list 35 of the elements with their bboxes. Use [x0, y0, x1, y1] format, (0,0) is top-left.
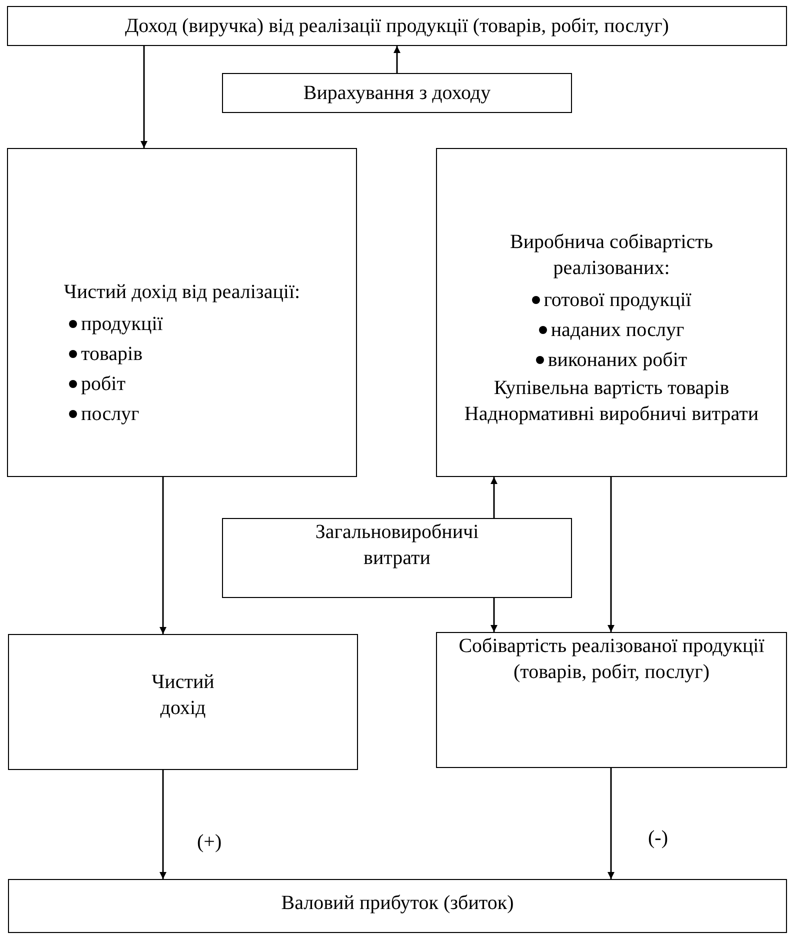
process-box [436, 148, 787, 477]
edge-label: (+) [197, 830, 222, 854]
process-box [7, 148, 357, 477]
bullet-item: продукції [69, 308, 163, 338]
box-text: Загальновиробничі витрати [314, 520, 480, 571]
box-text: Купівельна вартість товарів [494, 376, 730, 400]
box-text: Чистий дохід від реалізації: [64, 280, 300, 304]
process-box [8, 634, 358, 770]
arrow [608, 477, 614, 632]
box-text: Собівартість реалізованої продукції (товарів, робіт, послуг) [458, 634, 766, 685]
arrow [490, 477, 498, 518]
process-box [7, 6, 787, 46]
bullet-item: виконаних робіт [536, 344, 688, 374]
box-text: Доход (виручка) від реалізації продукції (товарів, робіт, послуг) [125, 14, 669, 39]
arrow [160, 477, 166, 634]
process-box [222, 518, 572, 598]
arrow [160, 770, 166, 879]
bullet-item: готової продукції [532, 284, 692, 314]
arrow [608, 768, 614, 879]
arrow [394, 46, 400, 73]
bullet-item: наданих послуг [538, 314, 684, 344]
arrow [140, 46, 148, 148]
arrow [490, 598, 498, 632]
bullet-item: товарів [69, 338, 143, 368]
process-box [436, 632, 787, 768]
edge-label: (-) [648, 826, 668, 850]
box-text: Чистий дохід [150, 670, 216, 721]
bullet-item: послуг [69, 398, 140, 428]
box-text: Валовий прибуток (збиток) [281, 891, 514, 916]
box-text: Вирахування з доходу [303, 81, 491, 106]
process-box [8, 879, 787, 933]
bullet-item: робіт [69, 368, 126, 398]
process-box [222, 73, 572, 113]
box-text: Виробнича собівартість реалізованих: [509, 230, 714, 280]
box-text: Наднормативні виробничі витрати [464, 402, 759, 426]
